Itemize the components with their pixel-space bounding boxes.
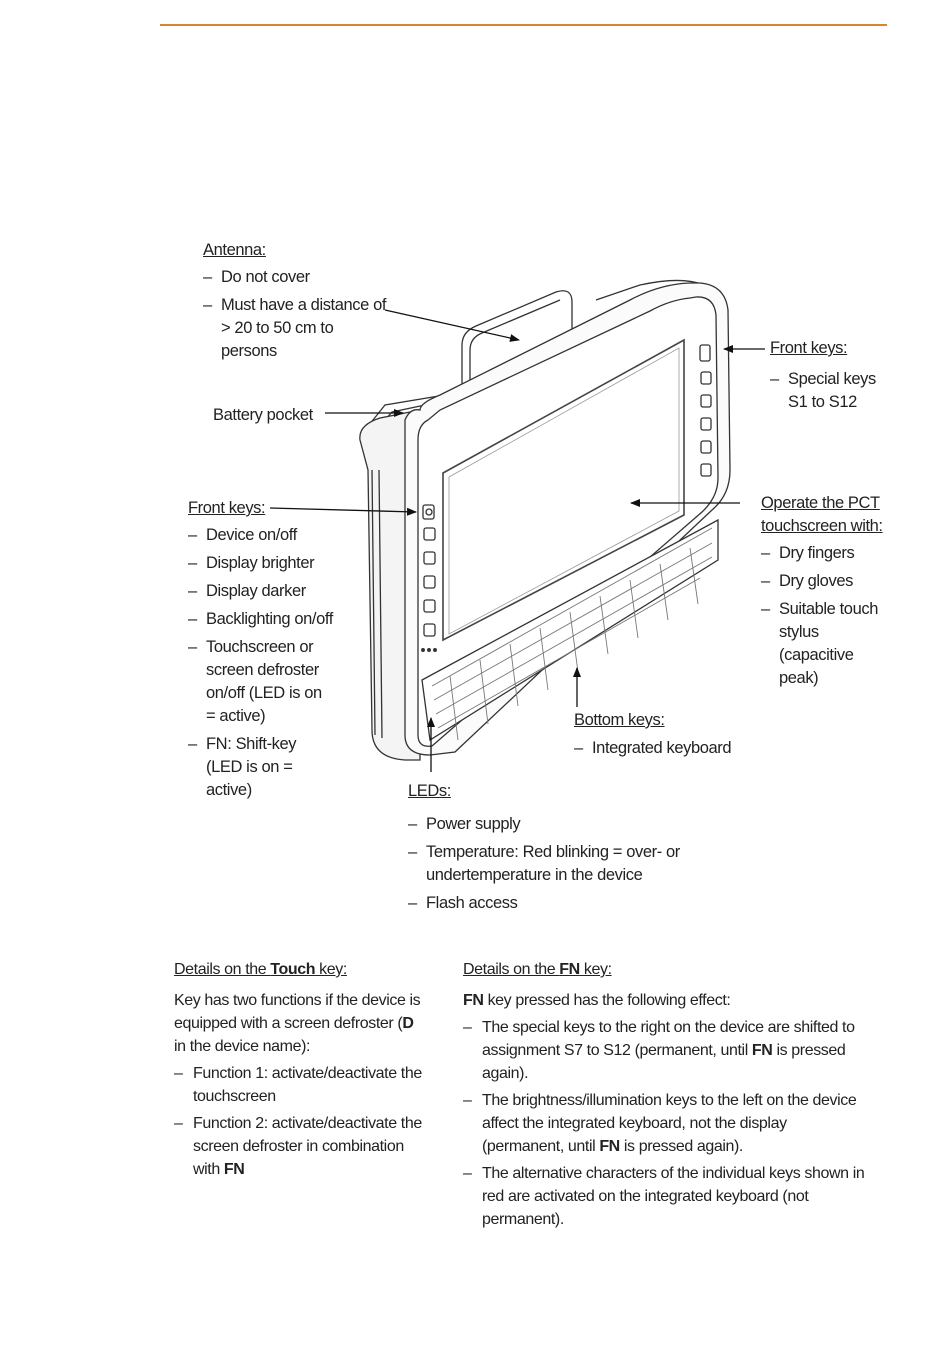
fn-details-item: The special keys to the right on the dev… [463, 1016, 868, 1085]
front-keys-right-callout: Front keys: Special keys S1 to S12 [770, 337, 890, 419]
front-keys-right-item: Special keys S1 to S12 [770, 368, 890, 414]
touch-key-details: Details on the Touch key: Key has two fu… [174, 958, 429, 1185]
touch-details-item: Function 2: activate/deactivate the scre… [174, 1112, 429, 1181]
fn-details-item: The alternative characters of the indivi… [463, 1162, 868, 1231]
front-keys-left-item: Touchscreen or screen defroster on/off (… [188, 636, 331, 728]
antenna-item: Must have a distance of > 20 to 50 cm to… [203, 294, 391, 363]
fn-key-details: Details on the FN key: FN key pressed ha… [463, 958, 868, 1235]
touchscreen-callout: Operate the PCT touchscreen with: Dry fi… [761, 492, 896, 695]
leds-item: Power supply [408, 813, 708, 836]
front-keys-left-item: FN: Shift-key (LED is on = active) [188, 733, 316, 802]
fn-details-intro: FN key pressed has the following effect: [463, 992, 731, 1009]
touchscreen-item: Suitable touch stylus (capacitive peak) [761, 598, 894, 690]
leds-callout: LEDs: Power supply Temperature: Red blin… [408, 780, 708, 920]
front-keys-left-callout: Front keys: Device on/off Display bright… [188, 497, 348, 807]
front-keys-left-item: Backlighting on/off [188, 608, 348, 631]
leds-item: Temperature: Red blinking = over- or und… [408, 841, 701, 887]
bottom-keys-callout: Bottom keys: Integrated keyboard [574, 709, 732, 765]
touch-details-heading: Details on the Touch key: [174, 961, 347, 978]
front-keys-left-item: Display darker [188, 580, 348, 603]
antenna-heading: Antenna: [203, 241, 266, 259]
front-keys-left-item: Display brighter [188, 552, 348, 575]
header-rule [160, 24, 887, 26]
fn-details-heading: Details on the FN key: [463, 961, 612, 978]
touchscreen-item: Dry gloves [761, 570, 891, 593]
leds-heading: LEDs: [408, 782, 451, 800]
touchscreen-item: Dry fingers [761, 542, 891, 565]
touch-details-item: Function 1: activate/deactivate the touc… [174, 1062, 429, 1108]
touchscreen-heading: Operate the PCT touchscreen with: [761, 494, 883, 535]
leds-item: Flash access [408, 892, 708, 915]
battery-pocket-label: Battery pocket [213, 406, 313, 424]
front-keys-left-item: Device on/off [188, 524, 348, 547]
front-keys-right-heading: Front keys: [770, 339, 848, 357]
antenna-item: Do not cover [203, 266, 393, 289]
bottom-keys-heading: Bottom keys: [574, 711, 665, 729]
bottom-keys-item: Integrated keyboard [574, 737, 732, 760]
antenna-callout: Antenna: Do not cover Must have a distan… [203, 239, 393, 368]
fn-details-item: The brightness/illumination keys to the … [463, 1089, 868, 1158]
touch-details-intro: Key has two functions if the device is e… [174, 992, 421, 1055]
front-keys-left-heading: Front keys: [188, 499, 266, 517]
